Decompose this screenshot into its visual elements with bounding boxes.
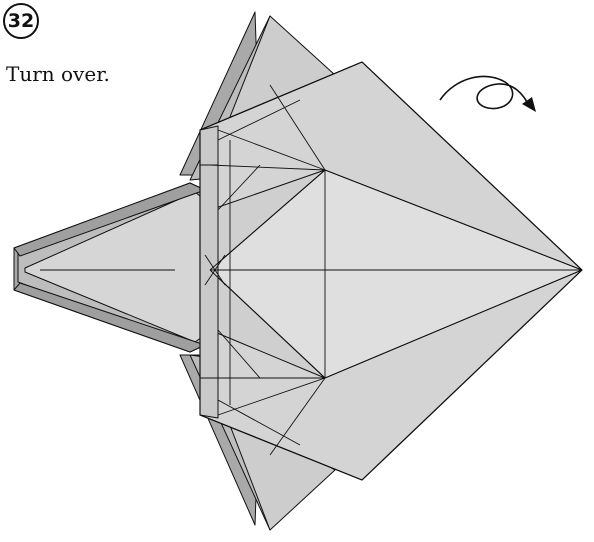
turn-over-arrow-icon	[440, 76, 536, 112]
folded-model	[14, 12, 582, 530]
left-edge-strip	[200, 126, 218, 418]
